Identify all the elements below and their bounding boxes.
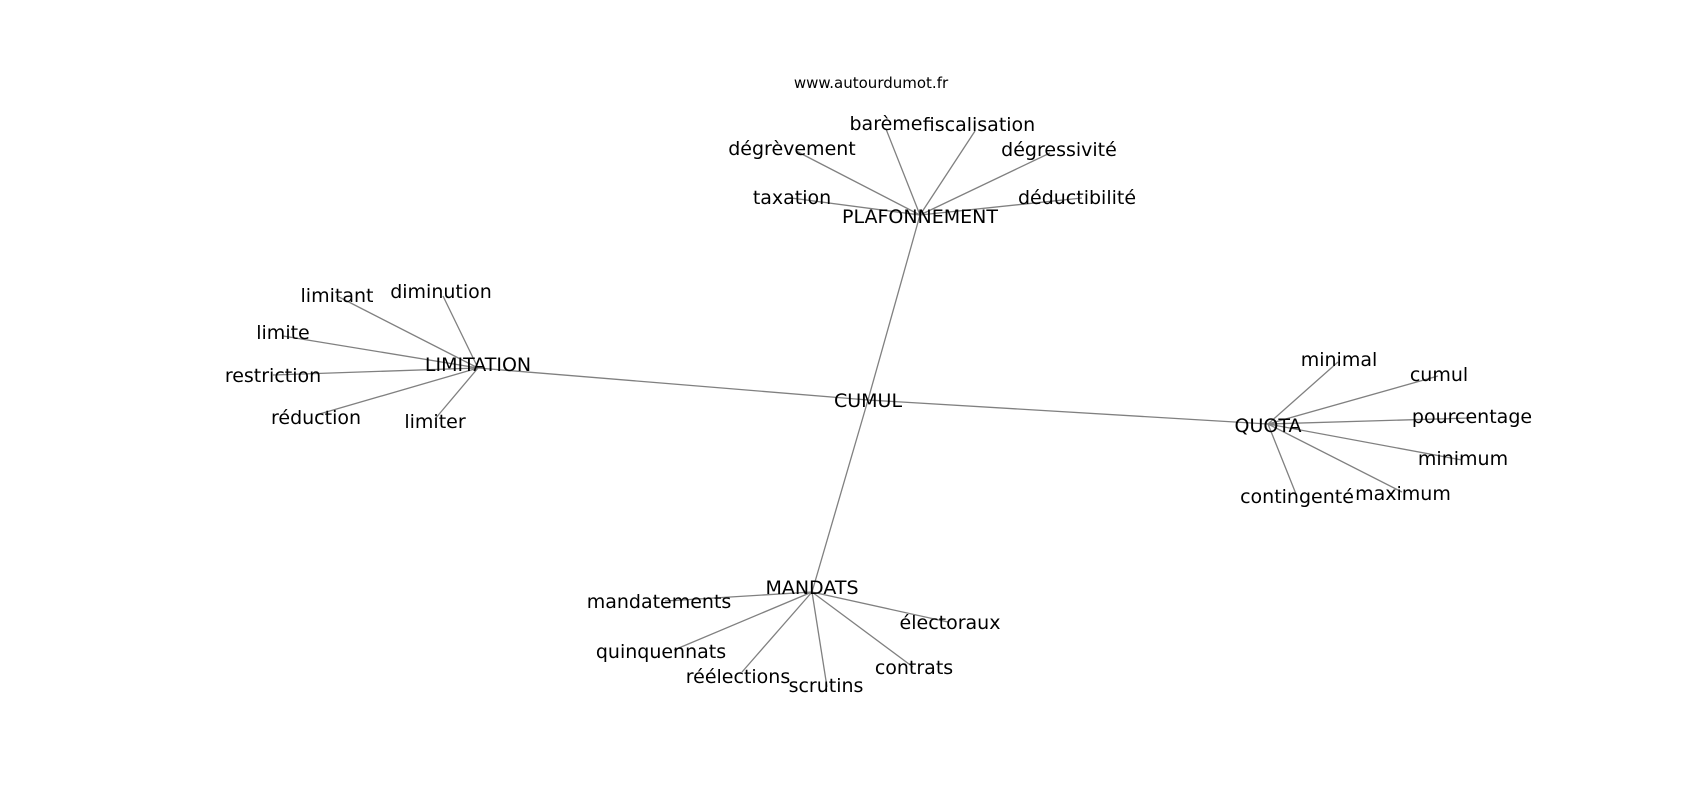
- edge-mandats-2: [673, 591, 813, 651]
- edge-quota-3: [1267, 423, 1463, 461]
- leaf-word[interactable]: maximum: [1355, 483, 1451, 505]
- edge-quota-2: [1267, 417, 1471, 425]
- edge-limitation-2: [282, 335, 479, 369]
- edge-plafonnement-1: [919, 130, 976, 216]
- edge-quota-1: [1267, 375, 1439, 425]
- edge-plafonnement-2: [795, 150, 921, 216]
- edge-plafonnement-0: [885, 128, 921, 216]
- edge-center-plafonnement: [867, 214, 921, 401]
- edge-center-mandats: [811, 399, 869, 593]
- edge-plafonnement-5: [919, 197, 1083, 216]
- hub-word-mandats[interactable]: MANDATS: [765, 577, 858, 599]
- leaf-word[interactable]: minimum: [1418, 448, 1508, 470]
- leaf-word[interactable]: contrats: [875, 657, 953, 679]
- hub-word-plafonnement[interactable]: PLAFONNEMENT: [842, 206, 998, 228]
- leaf-word[interactable]: réélections: [686, 666, 790, 688]
- leaf-word[interactable]: scrutins: [789, 675, 864, 697]
- leaf-word[interactable]: électoraux: [900, 612, 1001, 634]
- leaf-word[interactable]: limiter: [404, 411, 465, 433]
- leaf-word[interactable]: limitant: [301, 285, 374, 307]
- leaf-word[interactable]: limite: [256, 322, 309, 344]
- edge-quota-4: [1267, 423, 1297, 495]
- leaf-word[interactable]: contingenté: [1240, 486, 1354, 508]
- edge-plafonnement-3: [919, 152, 1051, 216]
- leaf-word[interactable]: diminution: [390, 281, 492, 303]
- leaf-word[interactable]: déductibilité: [1018, 187, 1136, 209]
- leaf-word[interactable]: restriction: [225, 365, 321, 387]
- edge-plafonnement-4: [790, 197, 921, 216]
- leaf-word[interactable]: cumul: [1410, 364, 1468, 386]
- leaf-word[interactable]: quinquennats: [596, 641, 726, 663]
- center-word: CUMUL: [834, 390, 902, 412]
- edges: [272, 128, 1471, 688]
- leaf-word[interactable]: dégressivité: [1001, 139, 1117, 161]
- edge-quota-0: [1267, 361, 1339, 425]
- edge-mandats-5: [811, 591, 828, 688]
- edge-center-limitation: [477, 367, 869, 401]
- edge-limitation-1: [442, 295, 479, 369]
- leaf-word[interactable]: barème: [850, 113, 923, 135]
- leaf-word[interactable]: mandatements: [587, 591, 732, 613]
- source-url[interactable]: www.autourdumot.fr: [794, 74, 949, 92]
- leaf-word[interactable]: fiscalisation: [923, 114, 1035, 136]
- leaf-word[interactable]: pourcentage: [1412, 406, 1532, 428]
- edge-mandats-0: [664, 591, 813, 602]
- edge-limitation-4: [315, 367, 479, 416]
- hub-word-limitation[interactable]: LIMITATION: [425, 354, 531, 376]
- edge-mandats-1: [811, 591, 949, 623]
- leaf-word[interactable]: réduction: [271, 407, 361, 429]
- leaf-word[interactable]: minimal: [1301, 349, 1378, 371]
- edge-mandats-3: [811, 591, 914, 668]
- edge-limitation-5: [434, 367, 479, 420]
- leaf-word[interactable]: dégrèvement: [728, 138, 856, 160]
- leaf-word[interactable]: taxation: [753, 187, 831, 209]
- hub-word-quota[interactable]: QUOTA: [1235, 415, 1302, 437]
- edge-limitation-0: [336, 295, 479, 369]
- edge-mandats-4: [741, 591, 813, 673]
- edge-center-quota: [867, 399, 1269, 425]
- edge-quota-5: [1267, 423, 1403, 493]
- edge-limitation-3: [272, 367, 479, 376]
- labels: www.autourdumot.fr CUMUL PLAFONNEMENT bar…: [225, 74, 1532, 697]
